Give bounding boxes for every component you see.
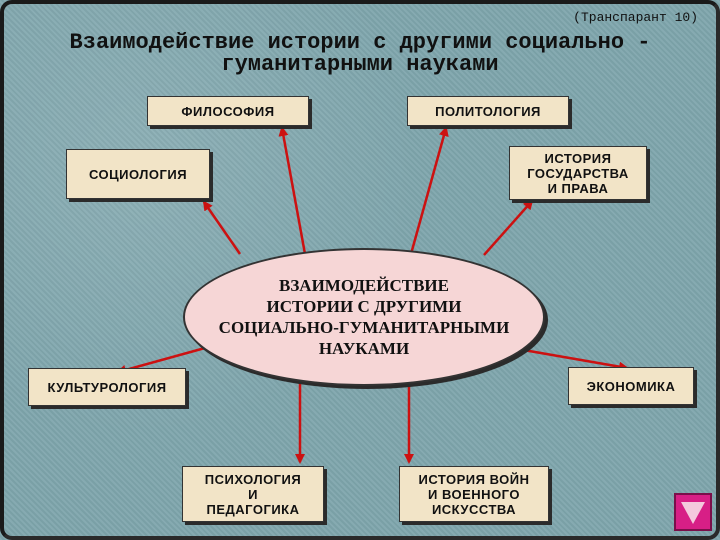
central-text: ВЗАИМОДЕЙСТВИЕ ИСТОРИИ С ДРУГИМИ СОЦИАЛЬ… bbox=[219, 275, 510, 359]
arrow-to-economics bbox=[511, 346, 629, 372]
node-history-state-line-2: ГОСУДАРСТВА bbox=[527, 165, 629, 181]
central-line-3: СОЦИАЛЬНО-ГУМАНИТАРНЫМИ bbox=[218, 318, 510, 337]
node-politology-label: ПОЛИТОЛОГИЯ bbox=[435, 103, 541, 119]
node-war-history-line-1: ИСТОРИЯ ВОЙН bbox=[418, 471, 530, 487]
node-war-history: ИСТОРИЯ ВОЙН И ВОЕННОГО ИСКУССТВА bbox=[399, 466, 549, 522]
central-line-1: ВЗАИМОДЕЙСТВИЕ bbox=[278, 276, 449, 295]
next-slide-button[interactable] bbox=[674, 493, 712, 531]
node-culturology-label: КУЛЬТУРОЛОГИЯ bbox=[47, 379, 167, 395]
slide-title: Взаимодействие истории с другими социаль… bbox=[40, 32, 680, 76]
central-ellipse: ВЗАИМОДЕЙСТВИЕ ИСТОРИИ С ДРУГИМИ СОЦИАЛЬ… bbox=[183, 248, 545, 386]
node-war-history-line-3: ИСКУССТВА bbox=[431, 501, 517, 517]
slide-number-label: (Транспарант 10) bbox=[573, 10, 698, 25]
title-line-1: Взаимодействие истории с другими социаль… bbox=[69, 30, 651, 55]
node-psychology-line-1: ПСИХОЛОГИЯ bbox=[204, 471, 302, 487]
central-line-4: НАУКАМИ bbox=[318, 339, 410, 358]
node-history-state-line-3: И ПРАВА bbox=[547, 180, 609, 196]
arrow-to-history-state bbox=[483, 199, 534, 256]
node-history-state: ИСТОРИЯ ГОСУДАРСТВА И ПРАВА bbox=[509, 146, 647, 200]
node-war-history-line-2: И ВОЕННОГО bbox=[427, 486, 520, 502]
node-politology: ПОЛИТОЛОГИЯ bbox=[407, 96, 569, 126]
node-economics: ЭКОНОМИКА bbox=[568, 367, 694, 405]
triangle-down-icon bbox=[681, 502, 705, 524]
node-psychology-line-3: ПЕДАГОГИКА bbox=[206, 501, 300, 517]
node-economics-label: ЭКОНОМИКА bbox=[586, 378, 676, 394]
node-sociology-label: СОЦИОЛОГИЯ bbox=[88, 166, 188, 182]
node-history-state-line-1: ИСТОРИЯ bbox=[544, 150, 612, 166]
node-philosophy-label: ФИЛОСОФИЯ bbox=[181, 103, 275, 119]
node-sociology: СОЦИОЛОГИЯ bbox=[66, 149, 210, 199]
node-culturology: КУЛЬТУРОЛОГИЯ bbox=[28, 368, 186, 406]
node-psychology-line-2: И bbox=[248, 486, 258, 502]
arrow-to-sociology bbox=[202, 200, 242, 255]
arrow-to-politology bbox=[409, 126, 449, 255]
central-line-2: ИСТОРИИ С ДРУГИМИ bbox=[266, 297, 462, 316]
node-philosophy: ФИЛОСОФИЯ bbox=[147, 96, 309, 126]
arrow-to-philosophy bbox=[278, 126, 307, 255]
node-psychology: ПСИХОЛОГИЯ И ПЕДАГОГИКА bbox=[182, 466, 324, 522]
title-line-2: гуманитарными науками bbox=[221, 52, 499, 77]
